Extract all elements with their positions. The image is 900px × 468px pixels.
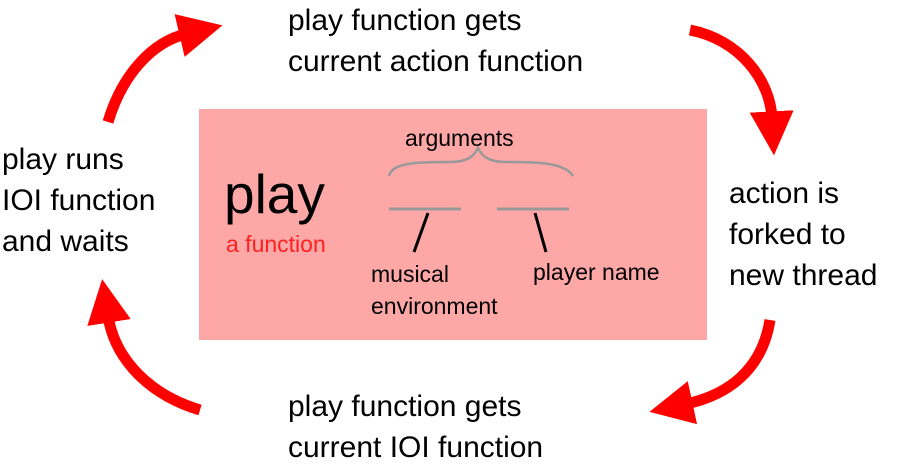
arrow-top-to-right xyxy=(688,24,794,156)
arg1-pointer xyxy=(412,212,430,253)
step-get-ioi-function: play function gets current IOI function xyxy=(288,390,544,464)
arg2-pointer xyxy=(533,212,548,253)
play-function-box xyxy=(199,109,707,340)
arrow-left-to-top xyxy=(102,14,223,124)
arg-player-name: player name xyxy=(533,259,660,285)
arrow-right-to-bottom xyxy=(649,319,776,425)
arguments-brace xyxy=(387,145,575,177)
arrow-bottom-to-left xyxy=(87,279,202,416)
play-subtitle: a function xyxy=(226,231,326,257)
step-get-action-function: play function gets current action functi… xyxy=(288,4,584,78)
arg-musical-environment: musical environment xyxy=(371,261,498,319)
step-fork-action: action is forked to new thread xyxy=(729,177,878,292)
play-title: play xyxy=(224,163,325,225)
step-run-ioi-and-wait: play runs IOI function and waits xyxy=(2,143,156,258)
arguments-label: arguments xyxy=(405,125,514,151)
